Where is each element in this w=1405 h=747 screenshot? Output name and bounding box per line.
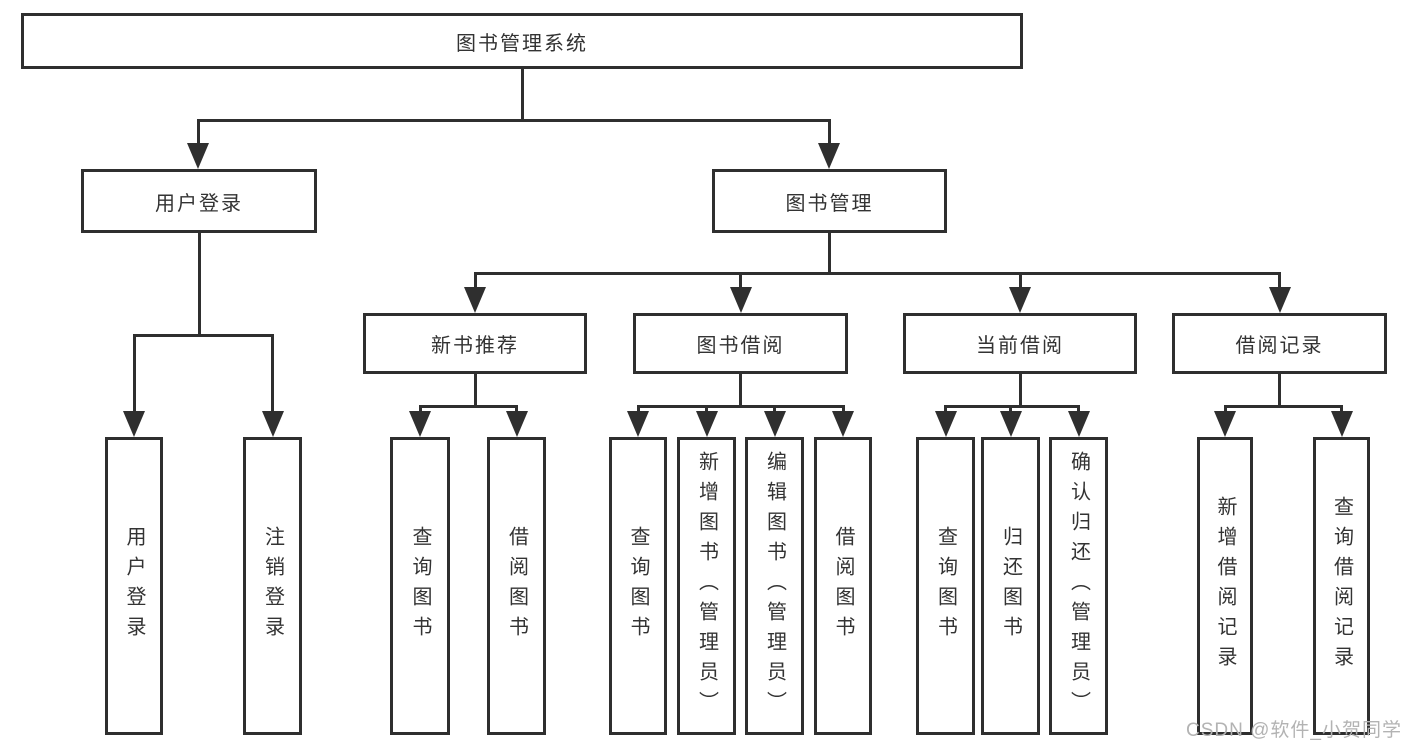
- node-root-library-system: 图书管理系统: [21, 13, 1023, 69]
- arrowhead-leaf: [999, 411, 1022, 437]
- connector-current-borrowing-stem2: [1018, 374, 1022, 407]
- arrowhead-leaf-login: [123, 411, 145, 437]
- connector-to-leaf-login-stem: [132, 335, 136, 413]
- connector-to-current-borrowing-stem: [1018, 273, 1022, 289]
- node-book-borrowing: 图书借阅: [633, 313, 848, 374]
- connector-to-book-borrowing-stem: [739, 273, 742, 289]
- node-borrowing-records: 借阅记录: [1172, 313, 1387, 374]
- connector-stub: [1009, 406, 1012, 413]
- node-book-management-label: 图书管理: [785, 192, 874, 215]
- connector-to-new-book-stem: [473, 273, 477, 289]
- connector-borrowing-records-crossbar: [1223, 404, 1343, 408]
- leaf-borrow-books-recommend-label: 借阅图书: [505, 526, 528, 646]
- node-root-label: 图书管理系统: [456, 32, 588, 55]
- connector-stub: [1340, 406, 1343, 413]
- connector-stub: [841, 406, 845, 413]
- leaf-return-books-label: 归还图书: [999, 526, 1022, 646]
- node-user-login: 用户登录: [81, 169, 317, 233]
- connector-root-stem: [520, 69, 524, 120]
- connector-stub: [1077, 406, 1080, 413]
- arrowhead-leaf: [832, 411, 854, 437]
- node-borrowing-records-label: 借阅记录: [1235, 335, 1324, 357]
- connector-book-management-crossbar: [473, 271, 1281, 275]
- node-current-borrowing-label: 当前借阅: [976, 335, 1064, 357]
- arrowhead-leaf-logout: [261, 411, 284, 437]
- leaf-user-login-label: 用户登录: [123, 526, 145, 646]
- arrowhead-leaf: [695, 411, 718, 437]
- arrowhead-leaf: [505, 411, 528, 437]
- leaf-query-books-recommend: 查询图书: [390, 437, 450, 735]
- connector-user-login-crossbar: [132, 333, 274, 337]
- leaf-add-borrow-record: 新增借阅记录: [1197, 437, 1253, 735]
- arrowhead-leaf: [627, 411, 649, 437]
- leaf-query-books-borrowing: 查询图书: [609, 437, 667, 735]
- connector-to-book-management-stem: [827, 120, 831, 146]
- connector-user-login-stem: [197, 233, 201, 336]
- connector-to-user-login-stem: [196, 120, 200, 146]
- leaf-query-books-current-label: 查询图书: [934, 526, 957, 646]
- leaf-logout: 注销登录: [243, 437, 302, 735]
- arrowhead-current-borrowing: [1009, 287, 1031, 313]
- arrowhead-book-borrowing: [729, 287, 752, 313]
- connector-to-borrowing-records-stem: [1278, 273, 1281, 289]
- connector-current-borrowing-crossbar: [944, 404, 1080, 408]
- node-new-book-recommendation: 新书推荐: [363, 313, 587, 374]
- leaf-query-borrow-record-label: 查询借阅记录: [1330, 496, 1353, 676]
- arrowhead-leaf: [934, 411, 957, 437]
- connector-stub: [636, 406, 640, 413]
- node-user-login-label: 用户登录: [155, 192, 243, 215]
- leaf-add-book-admin: 新增图书（管理员）: [677, 437, 736, 735]
- leaf-logout-label: 注销登录: [261, 526, 284, 646]
- connector-book-borrowing-crossbar: [636, 404, 845, 408]
- leaf-user-login: 用户登录: [105, 437, 163, 735]
- node-current-borrowing: 当前借阅: [903, 313, 1137, 374]
- connector-stub: [418, 406, 422, 413]
- arrowhead-leaf: [763, 411, 786, 437]
- connector-stub: [1223, 406, 1227, 413]
- connector-book-management-stem: [828, 233, 831, 274]
- watermark: CSDN @软件_小贺同学: [1186, 720, 1402, 741]
- leaf-return-books: 归还图书: [981, 437, 1040, 735]
- leaf-borrow-books-borrowing: 借阅图书: [814, 437, 872, 735]
- leaf-query-borrow-record: 查询借阅记录: [1313, 437, 1370, 735]
- arrowhead-user-login: [187, 143, 209, 169]
- connector-stub: [773, 406, 776, 413]
- connector-to-leaf-logout-stem: [271, 335, 274, 413]
- leaf-add-book-admin-label: 新增图书（管理员）: [695, 451, 718, 721]
- connector-borrowing-records-stem2: [1278, 374, 1281, 407]
- arrowhead-borrowing-records: [1268, 287, 1291, 313]
- connector-stub: [515, 406, 518, 413]
- connector-new-book-crossbar: [418, 404, 518, 408]
- connector-stub: [705, 406, 708, 413]
- leaf-borrow-books-borrowing-label: 借阅图书: [832, 526, 854, 646]
- connector-new-book-stem: [473, 374, 477, 407]
- leaf-query-books-current: 查询图书: [916, 437, 975, 735]
- arrowhead-book-management: [818, 143, 840, 169]
- leaf-query-books-borrowing-label: 查询图书: [627, 526, 649, 646]
- connector-book-borrowing-stem2: [739, 374, 742, 407]
- node-book-borrowing-label: 图书借阅: [696, 335, 785, 357]
- node-new-book-recommendation-label: 新书推荐: [431, 335, 519, 357]
- arrowhead-leaf: [1330, 411, 1353, 437]
- connector-root-crossbar: [196, 118, 831, 122]
- leaf-edit-book-admin: 编辑图书（管理员）: [745, 437, 804, 735]
- arrowhead-leaf: [1214, 411, 1236, 437]
- arrowhead-leaf: [409, 411, 431, 437]
- leaf-confirm-return-admin-label: 确认归还（管理员）: [1067, 451, 1090, 721]
- arrowhead-new-book: [464, 287, 486, 313]
- leaf-query-books-recommend-label: 查询图书: [409, 526, 431, 646]
- leaf-confirm-return-admin: 确认归还（管理员）: [1049, 437, 1108, 735]
- node-book-management: 图书管理: [712, 169, 947, 233]
- leaf-add-borrow-record-label: 新增借阅记录: [1214, 496, 1236, 676]
- leaf-borrow-books-recommend: 借阅图书: [487, 437, 546, 735]
- leaf-edit-book-admin-label: 编辑图书（管理员）: [763, 451, 786, 721]
- arrowhead-leaf: [1067, 411, 1090, 437]
- connector-stub: [944, 406, 947, 413]
